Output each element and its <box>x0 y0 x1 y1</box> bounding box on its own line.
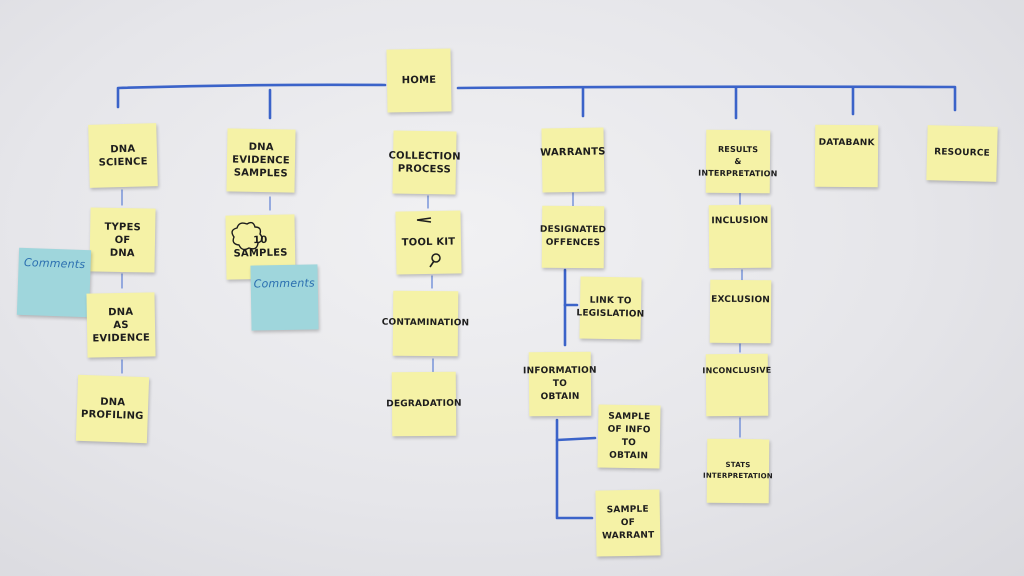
note-dna-as-evidence[interactable]: DNA AS EVIDENCE <box>86 292 156 358</box>
top-connector-right <box>456 85 957 112</box>
note-inconclusive[interactable]: INCONCLUSIVE <box>702 353 771 417</box>
note-types-of-dna[interactable]: TYPES OF DNA <box>89 207 156 273</box>
note-inclusion[interactable]: INCLUSION <box>708 204 772 269</box>
note-resource[interactable]: RESOURCE <box>926 125 998 182</box>
note-degradation[interactable]: DEGRADATION <box>386 371 462 437</box>
warrants-branch-info <box>555 436 597 442</box>
note-results-interpretation[interactable]: RESULTS & INTERPRETATION <box>698 129 778 194</box>
note-dna-evidence-samples[interactable]: DNA Evidence SAMPLES <box>226 128 296 193</box>
warrants-branch-sample <box>555 418 594 520</box>
note-tool-kit[interactable]: TOOL KIT <box>395 210 462 275</box>
note-dna-profiling[interactable]: DNA PROFILING <box>75 374 150 444</box>
note-link-to-legislation[interactable]: LINK TO LEGISLATION <box>576 276 644 340</box>
note-databank[interactable]: DATABANK <box>814 124 879 188</box>
top-connector-left <box>116 83 387 109</box>
comment-note-samples[interactable]: Comments <box>250 264 319 331</box>
note-designated-offences[interactable]: DESIGNATED OFFENCES <box>540 205 606 269</box>
note-sample-of-warrant[interactable]: SAMPLE OF WARRANT <box>595 489 661 557</box>
note-home[interactable]: HOME <box>386 48 452 113</box>
note-collection-process[interactable]: COLLECTION PROCESS <box>388 130 461 195</box>
note-warrants[interactable]: WARRANTS <box>540 127 606 193</box>
comment-note-dna-science[interactable]: Comments <box>16 247 92 318</box>
note-information-to-obtain[interactable]: INFORMATION TO OBTAIN <box>523 351 597 417</box>
note-dna-science[interactable]: DNA SCIENCE <box>88 123 158 188</box>
note-contamination[interactable]: CONTAMINATION <box>382 290 469 357</box>
note-sample-of-info-to-obtain[interactable]: SAMPLE OF INFO TO OBTAIN <box>597 404 661 469</box>
note-exclusion[interactable]: EXCLUSION <box>709 279 772 344</box>
note-stats-interpretation[interactable]: STATS INTERPRETATION <box>703 438 773 504</box>
